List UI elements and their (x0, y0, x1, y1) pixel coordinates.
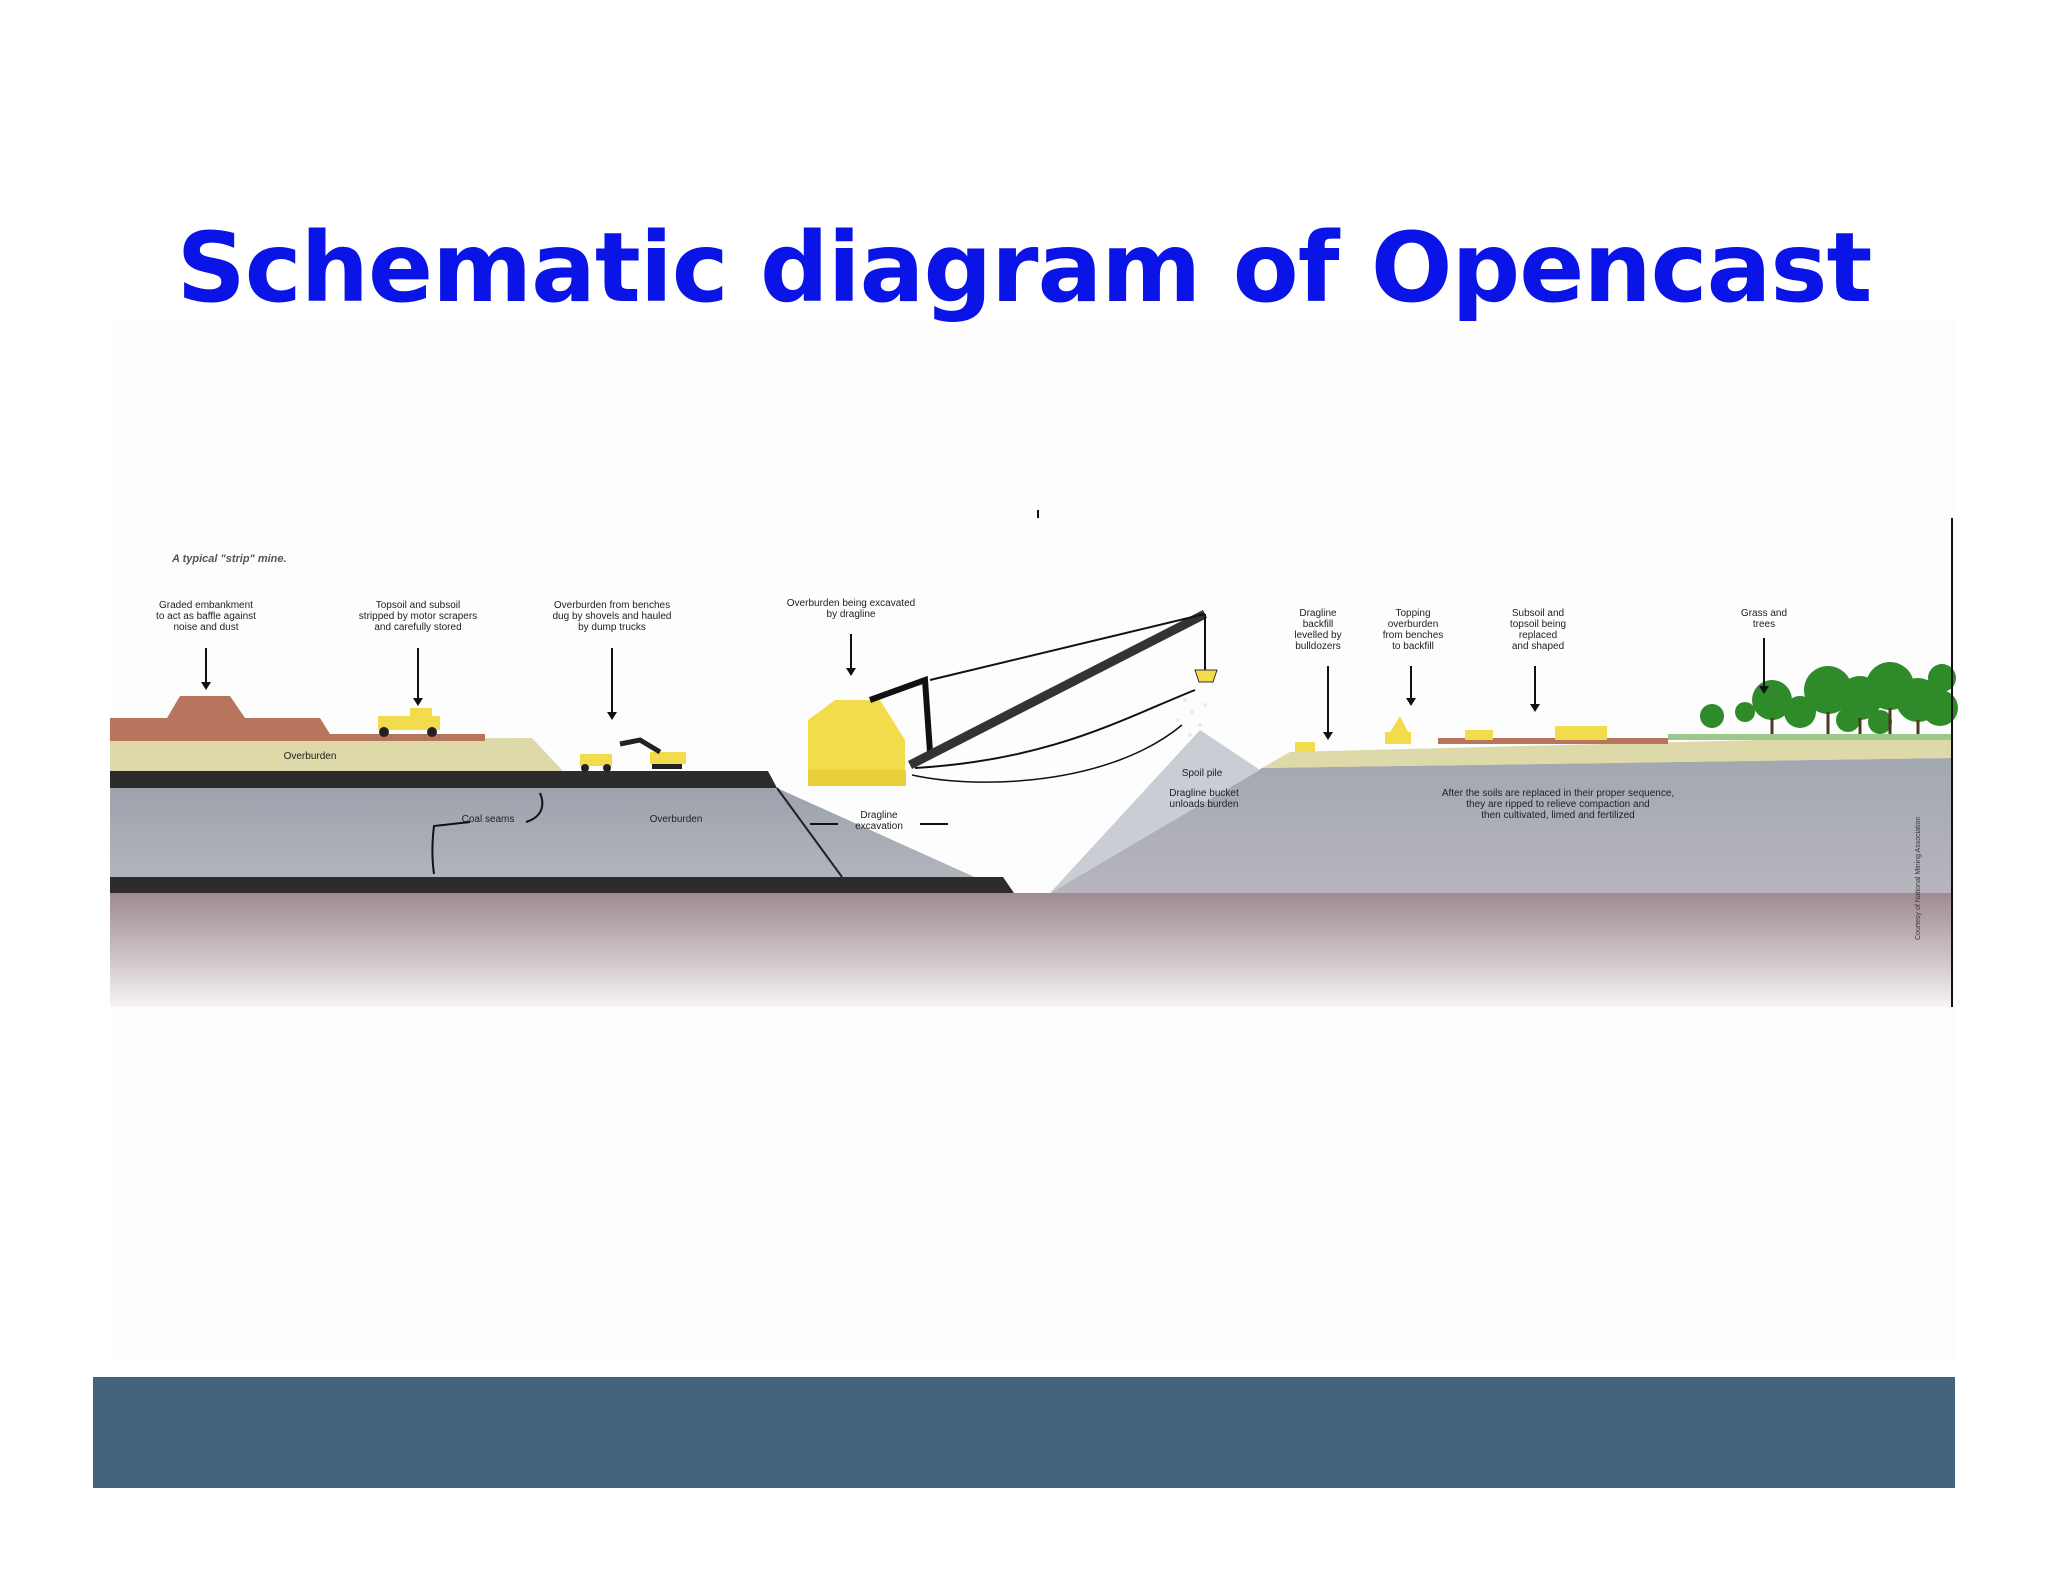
overburden-rock-left (110, 788, 1010, 893)
backfill-tan (1262, 735, 1952, 768)
restored-topsoil (1438, 738, 1668, 744)
shovel-and-dump-truck (580, 737, 686, 772)
bulldozers-and-scrapers (1295, 716, 1607, 752)
dragline (808, 609, 1218, 786)
graded-embankment (110, 696, 330, 734)
overburden-upper (110, 738, 563, 771)
callout-arrows (205, 634, 1765, 875)
dragline-boom (907, 609, 1208, 770)
layer-labels: Overburden Overburden Coal seams Draglin… (284, 751, 1675, 832)
grass-strip (1668, 734, 1952, 740)
topsoil-strip (110, 734, 485, 741)
label-restoration-note: After the soils are replaced in their pr… (1442, 788, 1674, 821)
restored-rock-right (1050, 758, 1952, 893)
image-credit: Courtesy of National Mining Association (1915, 817, 1922, 940)
spoil-pile (1050, 730, 1260, 893)
deep-strata (110, 893, 1952, 1007)
diagram-caption: A typical "strip" mine. (171, 553, 287, 565)
motor-scraper (378, 708, 440, 737)
coal-seam-lower (110, 877, 1014, 893)
tree-line (1700, 662, 1958, 734)
page-title: Schematic diagram of Opencast (176, 212, 1873, 324)
coal-seam-upper (110, 771, 777, 788)
arrowheads (201, 668, 1769, 740)
label-overburden-upper: Overburden (284, 751, 337, 762)
label-overburden-lower: Overburden (650, 814, 703, 825)
label-coal-seams: Coal seams (462, 814, 515, 825)
highwall-line (776, 787, 843, 878)
label-spoil-pile: Spoil pile (1182, 768, 1223, 779)
footer-band (93, 1377, 1955, 1488)
